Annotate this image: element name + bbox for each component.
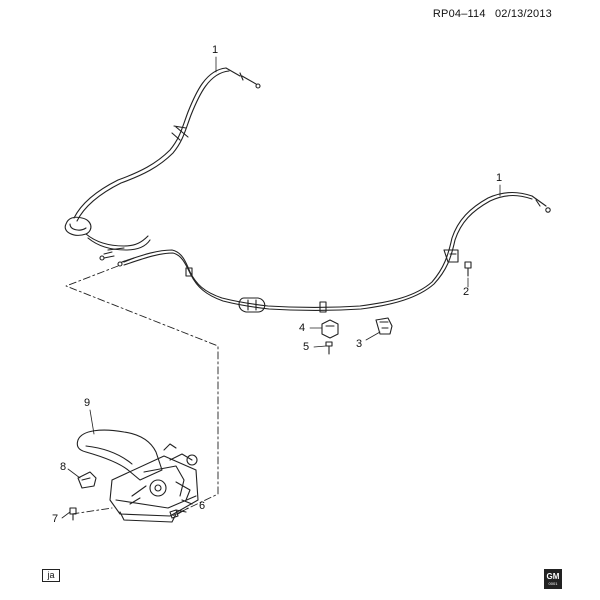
- parking-brake-lever-assembly: [76, 429, 199, 523]
- diagram-date: 02/13/2013: [494, 8, 552, 20]
- phantom-connection-lines: [65, 265, 219, 517]
- cable-bracket-bolt: [464, 261, 472, 277]
- callout-6: 6: [199, 500, 206, 512]
- callout-9: 9: [84, 397, 91, 409]
- gm-logo-text: GM: [546, 571, 560, 581]
- cable-retainer-clip: [321, 319, 339, 339]
- callout-leader-lines: [61, 56, 501, 519]
- retainer-bolt: [325, 341, 333, 355]
- cable-guide-bracket: [375, 317, 393, 335]
- left-cable-equalizer: [64, 216, 151, 261]
- parking-brake-switch: [77, 471, 97, 489]
- callout-8: 8: [60, 461, 67, 473]
- callout-3: 3: [356, 338, 363, 350]
- author-tag: ja: [42, 569, 60, 582]
- left-rear-brake-cable: [73, 67, 261, 222]
- callout-7: 7: [52, 513, 59, 525]
- gm-logo-subtext: 0001: [548, 580, 558, 586]
- gm-logo: GM 0001: [544, 569, 562, 589]
- callout-5: 5: [303, 341, 310, 353]
- callout-1-left: 1: [212, 44, 219, 56]
- callout-4: 4: [299, 322, 306, 334]
- callout-1-right: 1: [496, 172, 503, 184]
- lever-mounting-bolt: [169, 509, 179, 519]
- right-rear-brake-cable: [117, 191, 551, 313]
- diagram-reference-header: RP04–114 02/13/2013: [433, 8, 552, 20]
- diagram-id: RP04–114: [432, 8, 486, 20]
- callout-2: 2: [463, 286, 470, 298]
